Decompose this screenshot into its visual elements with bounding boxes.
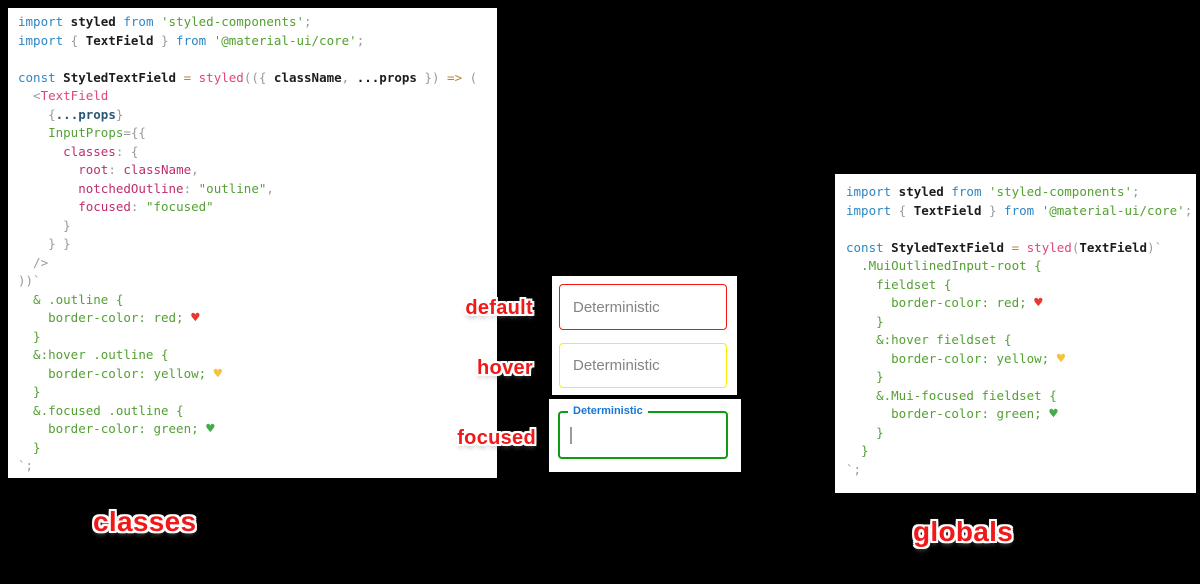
code-line: `; bbox=[846, 461, 862, 477]
annotation-classes: classes bbox=[93, 506, 197, 537]
code-line: const StyledTextField = styled(TextField… bbox=[846, 239, 1163, 255]
globals-code-panel: import styled from 'styled-components'; i… bbox=[835, 174, 1196, 493]
heart-icon: ♥ bbox=[1034, 295, 1043, 311]
code-line: const StyledTextField = styled(({ classN… bbox=[18, 69, 478, 85]
code-line: &.focused .outline { bbox=[18, 402, 184, 418]
code-line: import styled from 'styled-components'; bbox=[18, 14, 312, 29]
code-line: import { TextField } from '@material-ui/… bbox=[846, 202, 1193, 218]
code-line: border-color: red; ♥ bbox=[846, 295, 1043, 311]
code-line: } bbox=[18, 439, 41, 455]
code-line: .MuiOutlinedInput-root { bbox=[846, 258, 1042, 273]
code-line: &.Mui-focused fieldset { bbox=[846, 387, 1057, 403]
annotation-hover: hover bbox=[477, 357, 533, 379]
code-line: focused: "focused" bbox=[78, 199, 214, 214]
textfield-default[interactable]: Deterministic bbox=[559, 284, 727, 330]
textfield-hover-label: Deterministic bbox=[573, 357, 660, 374]
code-line: InputProps={{ bbox=[48, 125, 146, 140]
text-cursor bbox=[570, 426, 572, 444]
code-line: } } bbox=[18, 236, 71, 251]
code-line: root: className, bbox=[78, 162, 199, 177]
textfield-hover[interactable]: Deterministic bbox=[559, 343, 727, 388]
code-line: } bbox=[18, 328, 41, 344]
code-line: &:hover fieldset { bbox=[846, 332, 1012, 347]
code-line bbox=[18, 50, 497, 69]
code-line: } bbox=[846, 369, 884, 384]
heart-icon: ♥ bbox=[1056, 350, 1066, 367]
heart-icon: ♥ bbox=[1049, 406, 1058, 422]
code-line: <TextField bbox=[18, 88, 109, 103]
code-line: &:hover .outline { bbox=[18, 347, 169, 362]
code-line: border-color: green; ♥ bbox=[846, 406, 1058, 422]
code-line: `; bbox=[18, 458, 34, 473]
annotation-globals: globals bbox=[913, 516, 1014, 547]
code-line: ))` bbox=[18, 273, 41, 288]
code-line: classes: { bbox=[63, 143, 139, 159]
heart-icon: ♥ bbox=[206, 421, 215, 437]
textfield-default-label: Deterministic bbox=[573, 298, 660, 316]
code-line: border-color: green; ♥ bbox=[18, 421, 215, 437]
textfield-demo-panel-bottom: Deterministic bbox=[549, 399, 741, 472]
code-line: & .outline { bbox=[18, 291, 124, 307]
code-line: import { TextField } from '@material-ui/… bbox=[18, 32, 365, 48]
textfield-focused[interactable]: Deterministic bbox=[558, 404, 728, 459]
heart-icon: ♥ bbox=[191, 310, 200, 326]
code-line: } bbox=[18, 384, 41, 399]
code-line: fieldset { bbox=[846, 276, 952, 292]
code-line: notchedOutline: "outline", bbox=[78, 180, 274, 196]
code-line: /> bbox=[18, 254, 49, 270]
code-line: {...props} bbox=[18, 106, 124, 122]
code-line: border-color: yellow; ♥ bbox=[18, 365, 223, 382]
code-line: } bbox=[846, 443, 869, 458]
textfield-focused-notch-label: Deterministic bbox=[568, 404, 648, 419]
code-line bbox=[846, 220, 1196, 239]
code-line: } bbox=[18, 217, 71, 233]
annotation-focused: focused bbox=[457, 427, 536, 449]
annotation-default: default bbox=[465, 297, 533, 319]
heart-icon: ♥ bbox=[213, 365, 223, 382]
code-line: border-color: yellow; ♥ bbox=[846, 350, 1066, 367]
classes-code-panel: import styled from 'styled-components'; i… bbox=[8, 8, 497, 478]
code-line: } bbox=[846, 424, 884, 440]
code-line: import styled from 'styled-components'; bbox=[846, 184, 1140, 199]
code-line: border-color: red; ♥ bbox=[18, 310, 200, 326]
code-line: } bbox=[846, 313, 884, 329]
textfield-demo-panel-top: Deterministic Deterministic bbox=[552, 276, 737, 395]
